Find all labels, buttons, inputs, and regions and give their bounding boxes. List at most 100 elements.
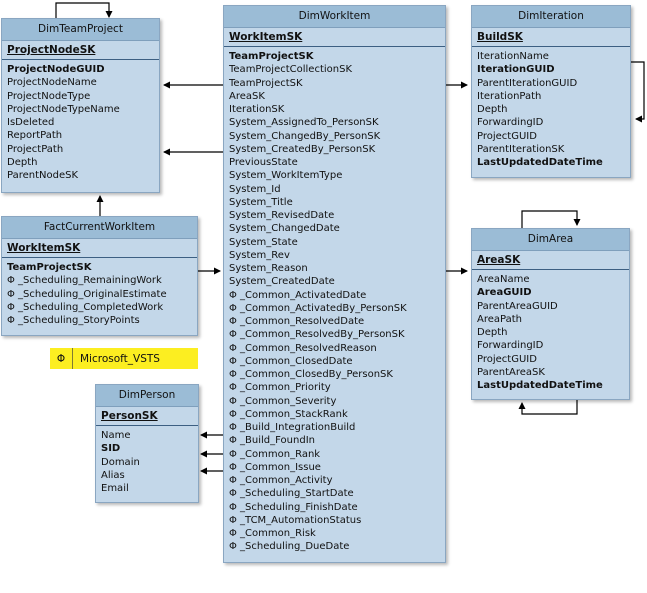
- entity-title: FactCurrentWorkItem: [2, 217, 197, 239]
- entity-field: System_ChangedDate: [229, 223, 340, 235]
- primary-key: WorkItemSK: [2, 239, 197, 258]
- entity-field: Φ _Scheduling_FinishDate: [229, 501, 358, 513]
- entity-field: System_ChangedBy_PersonSK: [229, 130, 381, 142]
- entity-field: System_CreatedBy_PersonSK: [229, 143, 376, 155]
- entity-field: Φ _Scheduling_DueDate: [229, 541, 350, 553]
- entity-field: ProjectNodeName: [7, 77, 97, 89]
- dimarea-self-link-top: [521, 210, 581, 228]
- entity-title: DimIteration: [472, 6, 630, 28]
- primary-key: AreaSK: [472, 251, 629, 270]
- entity-field: TeamProjectSK: [229, 51, 314, 62]
- entity-field: AreaGUID: [477, 287, 532, 299]
- entity-field: PreviousState: [229, 157, 298, 168]
- entity-field: ParentIterationSK: [477, 143, 565, 155]
- legend-microsoft-vsts: Φ Microsoft_VSTS: [50, 348, 198, 369]
- entity-field: Φ _Scheduling_StartDate: [229, 488, 354, 500]
- primary-key: BuildSK: [472, 28, 630, 47]
- entity-field: Φ _Common_ActivatedBy_PersonSK: [229, 302, 407, 314]
- entity-title: DimTeamProject: [2, 19, 159, 41]
- entity-field: ForwardingID: [477, 340, 544, 352]
- entity-field: AreaSK: [229, 90, 265, 102]
- legend-label: Microsoft_VSTS: [80, 352, 160, 365]
- primary-key: PersonSK: [96, 407, 198, 426]
- entity-field: Email: [101, 483, 129, 494]
- entity-field: System_WorkItemType: [229, 170, 343, 182]
- entity-field: Φ _Common_StackRank: [229, 408, 348, 420]
- entity-field: Φ _Build_IntegrationBuild: [229, 422, 356, 433]
- entity-field: Alias: [101, 469, 125, 481]
- entity-field: Φ _Common_Risk: [229, 528, 316, 539]
- primary-key: ProjectNodeSK: [2, 41, 159, 60]
- entity-field: TeamProjectCollectionSK: [229, 64, 353, 76]
- entity-field: ProjectGUID: [477, 130, 537, 142]
- entity-field: Depth: [477, 327, 508, 338]
- dimarea-self-link-bottom: [518, 400, 578, 415]
- entity-field: ProjectPath: [7, 143, 64, 155]
- entity-field: Φ _Common_ResolvedReason: [229, 342, 377, 354]
- entity-field: Φ _Build_FoundIn: [229, 435, 315, 447]
- dimiteration-self-link: [631, 61, 645, 123]
- entity-field: Φ _Common_ResolvedBy_PersonSK: [229, 329, 405, 341]
- entity-field: Φ _Common_ClosedDate: [229, 355, 353, 367]
- entity-field: IsDeleted: [7, 117, 55, 128]
- entity-field: Depth: [477, 104, 508, 115]
- entity-field: System_RevisedDate: [229, 210, 335, 221]
- entity-field: TeamProjectSK: [7, 262, 92, 273]
- entity-field: Φ _Common_Activity: [229, 475, 333, 486]
- entity-field: System_Rev: [229, 249, 290, 261]
- entity-field: Φ _Scheduling_RemainingWork: [7, 275, 162, 287]
- entity-dimteamproject[interactable]: DimTeamProject ProjectNodeSK ProjectNode…: [1, 18, 160, 193]
- entity-field: ProjectNodeGUID: [7, 64, 105, 75]
- entity-field: ParentAreaSK: [477, 366, 545, 378]
- entity-field: ProjectNodeType: [7, 90, 91, 102]
- entity-field: Φ _Common_ActivatedDate: [229, 289, 367, 301]
- entity-field: System_State: [229, 236, 298, 248]
- entity-field: Φ _Scheduling_OriginalEstimate: [7, 288, 167, 300]
- entity-title: DimWorkItem: [224, 6, 445, 28]
- dimteamproject-self-link: [55, 2, 113, 18]
- entity-field: IterationPath: [477, 90, 542, 102]
- phi-symbol: Φ: [56, 352, 66, 365]
- entity-field: TeamProjectSK: [229, 77, 303, 89]
- entity-field: IterationName: [477, 51, 549, 62]
- entity-field: System_Id: [229, 183, 281, 195]
- entity-field: AreaName: [477, 274, 530, 285]
- entity-field: LastUpdatedDateTime: [477, 157, 603, 168]
- field-list: TeamProjectSK Φ _Scheduling_RemainingWork…: [2, 258, 197, 327]
- entity-field: Φ _Scheduling_CompletedWork: [7, 301, 164, 313]
- entity-field: ReportPath: [7, 130, 63, 142]
- entity-field: Φ _Common_Issue: [229, 461, 321, 473]
- entity-field: Domain: [101, 456, 140, 468]
- entity-field: Φ _TCM_AutomationStatus: [229, 514, 362, 526]
- entity-field: Φ _Common_Priority: [229, 382, 331, 394]
- entity-field: IterationSK: [229, 104, 285, 115]
- entity-field: IterationGUID: [477, 64, 555, 76]
- entity-field: ParentIterationGUID: [477, 77, 578, 89]
- entity-field: System_AssignedTo_PersonSK: [229, 117, 379, 129]
- entity-field: System_Title: [229, 196, 293, 208]
- entity-field: LastUpdatedDateTime: [477, 380, 603, 391]
- entity-field: ParentAreaGUID: [477, 300, 558, 312]
- entity-field: Φ _Common_Severity: [229, 395, 337, 407]
- entity-field: ParentNodeSK: [7, 170, 79, 181]
- entity-field: Depth: [7, 156, 38, 168]
- entity-field: Φ _Common_ResolvedDate: [229, 316, 365, 327]
- entity-field: AreaPath: [477, 313, 522, 325]
- entity-field: Name: [101, 430, 131, 441]
- entity-field: ProjectGUID: [477, 353, 537, 365]
- entity-field: System_Reason: [229, 263, 308, 274]
- entity-factcurrentworkitem[interactable]: FactCurrentWorkItem WorkItemSK TeamProje…: [1, 216, 198, 336]
- entity-field: ForwardingID: [477, 117, 544, 129]
- entity-field: Φ _Common_ClosedBy_PersonSK: [229, 369, 393, 380]
- entity-field: SID: [101, 443, 121, 455]
